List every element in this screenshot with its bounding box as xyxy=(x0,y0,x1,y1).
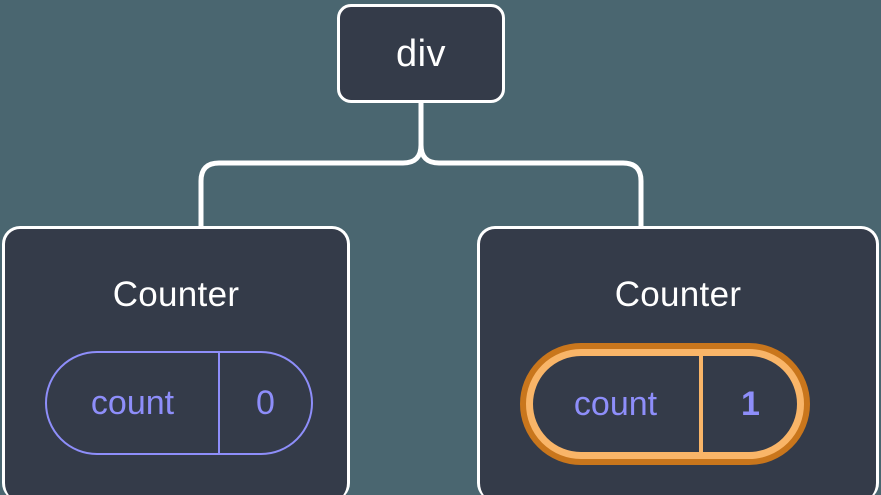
node-div-label: div xyxy=(395,32,447,75)
state-key-label: count xyxy=(532,355,703,453)
edge-div-to-counter-right xyxy=(418,142,644,231)
highlight-ring-inner xyxy=(526,349,804,459)
counter-right-title: Counter xyxy=(614,275,742,314)
state-value-label: 1 xyxy=(741,385,760,423)
state-pill-count-right-highlighted[interactable]: count 1 xyxy=(520,343,810,465)
node-div[interactable]: div xyxy=(337,4,505,103)
state-value-label: 0 xyxy=(256,384,275,422)
node-counter-right[interactable]: Counter count 1 xyxy=(477,226,879,495)
counter-left-title: Counter xyxy=(112,275,240,314)
edge-div-to-counters xyxy=(198,100,424,231)
state-pill-count-left[interactable]: count 0 xyxy=(45,351,313,455)
state-key-label: count xyxy=(47,353,220,453)
node-counter-left[interactable]: Counter count 0 xyxy=(2,226,350,495)
state-pill-content: count 1 xyxy=(532,355,798,453)
